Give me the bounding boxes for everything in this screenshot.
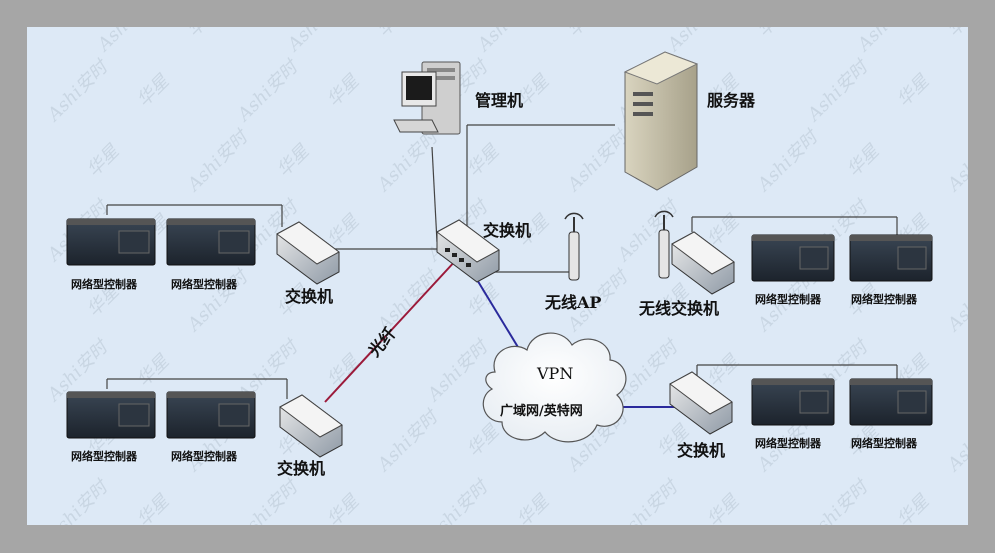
management-label: 管理机 xyxy=(475,91,524,110)
controller-lt2-icon xyxy=(166,218,256,266)
controller-label-lt1: 网络型控制器 xyxy=(71,278,137,291)
controller-rt1-icon xyxy=(751,234,835,282)
controller-label-lb1: 网络型控制器 xyxy=(71,450,137,463)
switch-left-top-label: 交换机 xyxy=(285,287,334,306)
diagram-graphics xyxy=(66,51,933,458)
server-label: 服务器 xyxy=(707,91,756,110)
switch-left-bottom-label: 交换机 xyxy=(277,459,326,478)
wireless-switch-ap-icon xyxy=(654,210,674,279)
controller-rt2-icon xyxy=(849,234,933,282)
network-diagram: 华星Ashi安时华星Ashi安时华星Ashi安时华星Ashi安时华星Ashi安时… xyxy=(27,27,968,525)
management-computer-icon xyxy=(393,61,461,135)
switch-left-top-icon xyxy=(276,221,340,285)
link-management-pc xyxy=(431,146,438,243)
controller-label-rb2: 网络型控制器 xyxy=(851,437,917,450)
controller-lt1-icon xyxy=(66,218,156,266)
controller-lb2-icon xyxy=(166,391,256,439)
controller-label-rt1: 网络型控制器 xyxy=(755,293,821,306)
controller-lb1-icon xyxy=(66,391,156,439)
switch-wireless-icon xyxy=(671,231,735,295)
wireless-switch-label: 无线交换机 xyxy=(639,299,720,318)
controller-label-lb2: 网络型控制器 xyxy=(171,450,237,463)
controller-rb1-icon xyxy=(751,378,835,426)
controller-rb2-icon xyxy=(849,378,933,426)
switch-right-bottom-label: 交换机 xyxy=(677,441,726,460)
controller-label-lt2: 网络型控制器 xyxy=(171,278,237,291)
switch-right-bottom-icon xyxy=(669,371,733,435)
controller-label-rb1: 网络型控制器 xyxy=(755,437,821,450)
center-switch-label: 交换机 xyxy=(483,221,532,240)
wan-label: 广域网/英特网 xyxy=(500,404,583,419)
controller-label-rt2: 网络型控制器 xyxy=(851,293,917,306)
vpn-label: VPN xyxy=(537,364,574,383)
server-icon xyxy=(623,51,699,191)
center-switch-icon xyxy=(436,219,500,283)
fiber-link xyxy=(324,258,458,403)
wireless-ap-icon xyxy=(564,212,584,281)
connection-lines xyxy=(106,124,898,399)
wireless-ap-label: 无线AP xyxy=(545,293,602,312)
vpn-cloud-icon xyxy=(482,332,627,443)
switch-left-bottom-icon xyxy=(279,394,343,458)
